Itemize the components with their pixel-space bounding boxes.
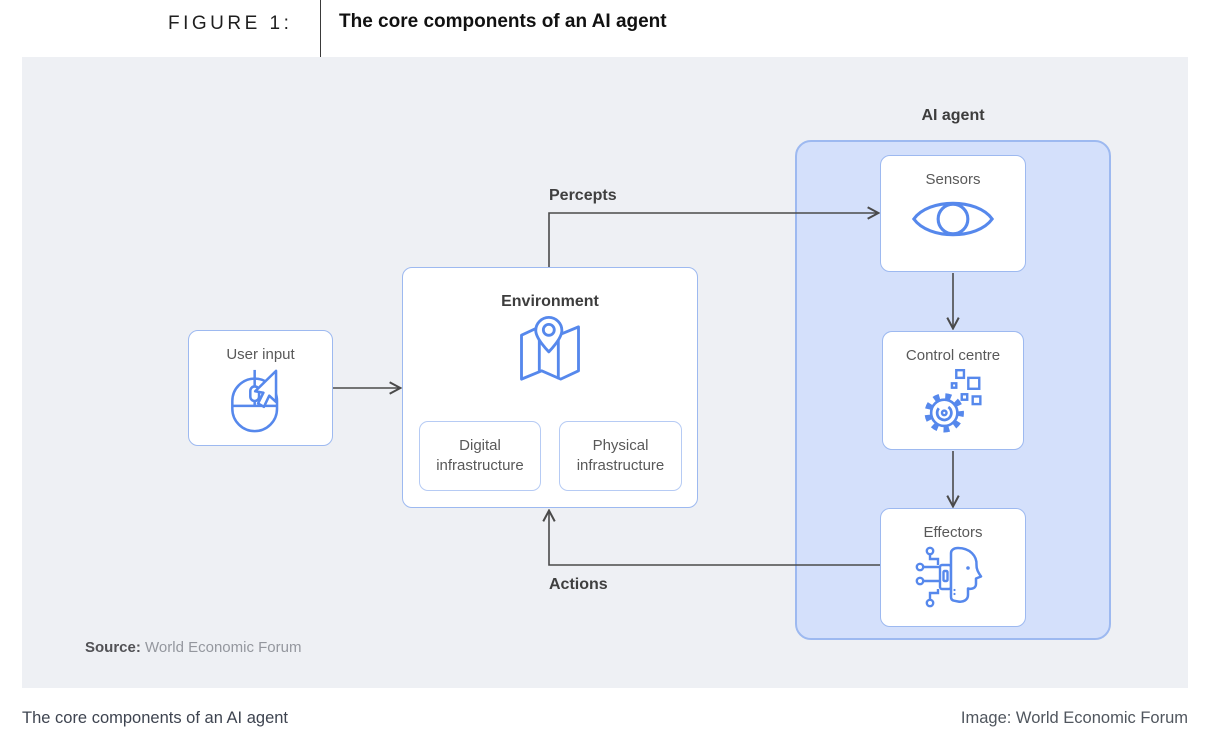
control-centre-node: Control centre <box>882 331 1024 450</box>
physical-infrastructure-label: Physical infrastructure <box>576 436 665 474</box>
figure-header: FIGURE 1: The core components of an AI a… <box>0 0 1210 57</box>
diagram-panel: AI agent Percepts Actions User input <box>22 57 1188 688</box>
header-divider <box>320 0 321 57</box>
environment-node: Environment Digital infrastructure Physi… <box>402 267 698 508</box>
percepts-label: Percepts <box>549 187 617 204</box>
footer-image-credit: Image: World Economic Forum <box>960 709 1188 727</box>
user-input-node: User input <box>188 330 333 446</box>
actions-label: Actions <box>549 576 608 593</box>
source-name: World Economic Forum <box>145 639 302 656</box>
map-pin-icon <box>403 315 697 391</box>
sensors-node: Sensors <box>880 155 1026 272</box>
source-line: Source: World Economic Forum <box>85 639 301 656</box>
environment-title: Environment <box>501 293 599 310</box>
eye-icon <box>907 192 999 251</box>
figure-title: The core components of an AI agent <box>339 11 667 32</box>
mouse-cursor-icon <box>213 367 308 440</box>
source-prefix: Source: <box>85 639 141 656</box>
face-circuit-icon <box>913 545 993 614</box>
control-centre-label: Control centre <box>905 347 1001 364</box>
footer-caption: The core components of an AI agent <box>22 709 289 727</box>
physical-infrastructure-node: Physical infrastructure <box>559 421 682 491</box>
effectors-label: Effectors <box>923 524 983 541</box>
digital-infrastructure-node: Digital infrastructure <box>419 421 541 491</box>
digital-infrastructure-label: Digital infrastructure <box>436 436 524 474</box>
gear-processing-icon <box>918 368 988 443</box>
ai-agent-group-title: AI agent <box>921 107 985 124</box>
figure-number-label: FIGURE 1: <box>168 13 293 34</box>
effectors-node: Effectors <box>880 508 1026 627</box>
sensors-label: Sensors <box>925 171 981 188</box>
user-input-label: User input <box>226 346 295 363</box>
